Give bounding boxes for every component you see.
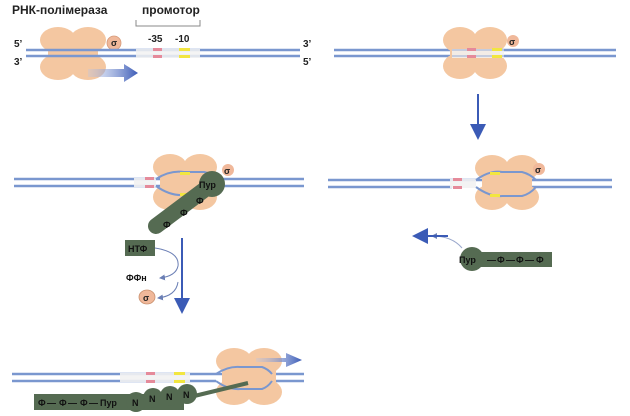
box-10 <box>174 372 185 375</box>
panel-3: σ Пур — Ф — Ф — Ф <box>328 155 612 271</box>
box-10 <box>492 48 502 51</box>
sigma-label: σ <box>509 37 515 47</box>
box-35-bottom <box>153 55 162 58</box>
box-10-bottom <box>179 55 190 58</box>
rna-chain-free: Пур — Ф — Ф — Ф <box>459 247 552 271</box>
minus35-label: -35 <box>148 34 163 45</box>
ppn-release-arrow <box>154 247 179 281</box>
box-10-top <box>179 48 190 51</box>
three-prime-label-right: 3’ <box>303 39 312 50</box>
phi-label: Ф <box>516 255 524 265</box>
rna-polymerase-enzyme <box>475 155 539 210</box>
rna-polymerase-enzyme <box>216 348 282 405</box>
panel-1: РНК-полімераза промотор -35 -10 5’ 3’ 3’… <box>12 3 312 82</box>
rna-polymerase-enzyme <box>443 27 507 79</box>
sigma-factor <box>222 164 234 176</box>
ntf-box <box>125 240 155 256</box>
phi-label: Ф <box>196 196 204 206</box>
panel-5: Ф — Ф — Ф — Пур N N N N <box>12 348 304 412</box>
sigma-factor <box>507 35 519 47</box>
pur-label: Пур <box>459 255 476 265</box>
sigma-label: σ <box>535 165 541 175</box>
phi-label: Ф <box>180 208 188 218</box>
box-35 <box>145 177 154 180</box>
pur-label: Пур <box>100 398 117 408</box>
box-10 <box>490 172 500 175</box>
release-curve-arrow <box>431 233 463 249</box>
sigma-free <box>138 289 156 305</box>
movement-arrow <box>88 64 138 82</box>
n-label: N <box>166 392 173 402</box>
sigma-factor <box>533 163 545 175</box>
pur-label: Пур <box>199 180 216 190</box>
promoter-label: промотор <box>142 3 200 17</box>
promoter-bracket <box>135 20 201 27</box>
n-label: N <box>183 390 190 400</box>
phi-label: Ф <box>536 255 544 265</box>
rna-chain-transcript: Ф — Ф — Ф — Пур N N N N <box>34 384 197 412</box>
panel-2: σ <box>334 27 616 140</box>
ntf-label: НТФ <box>128 244 148 254</box>
svg-text:—: — <box>68 398 77 408</box>
box-35 <box>146 372 155 375</box>
svg-text:—: — <box>89 398 98 408</box>
svg-text:—: — <box>487 255 496 265</box>
svg-text:—: — <box>506 255 515 265</box>
rna-polymerase-label: РНК-полімераза <box>12 3 108 17</box>
n-label: N <box>149 394 156 404</box>
melted-dna-top <box>475 170 537 181</box>
box-35-top <box>153 48 162 51</box>
minus10-label: -10 <box>175 34 190 45</box>
rna-chain-growing: Пур Ф Ф Ф <box>148 171 225 234</box>
phi-label: Ф <box>80 398 88 408</box>
box-10 <box>180 172 190 175</box>
melted-dna-bottom <box>475 186 537 198</box>
sigma-label: σ <box>143 293 149 303</box>
movement-arrow <box>256 353 302 367</box>
phi-label: Ф <box>497 255 505 265</box>
sigma-label: σ <box>224 166 230 176</box>
n-label: N <box>132 398 139 408</box>
three-prime-label: 3’ <box>14 57 23 68</box>
sigma-release-arrow <box>157 281 179 301</box>
five-prime-label: 5’ <box>14 39 23 50</box>
five-prime-label-right: 5’ <box>303 57 312 68</box>
phi-label: Ф <box>163 220 171 230</box>
phi-label: Ф <box>59 398 67 408</box>
svg-text:—: — <box>47 398 56 408</box>
panel-4: σ Пур Ф Ф Ф НТФ ФФн σ <box>14 154 304 314</box>
box-35 <box>467 48 476 51</box>
ffn-label: ФФн <box>126 273 147 283</box>
svg-text:—: — <box>525 255 534 265</box>
box-35 <box>453 178 462 181</box>
phi-label: Ф <box>38 398 46 408</box>
rna-polymerase-enzyme <box>40 27 106 80</box>
sigma-label: σ <box>111 38 117 48</box>
